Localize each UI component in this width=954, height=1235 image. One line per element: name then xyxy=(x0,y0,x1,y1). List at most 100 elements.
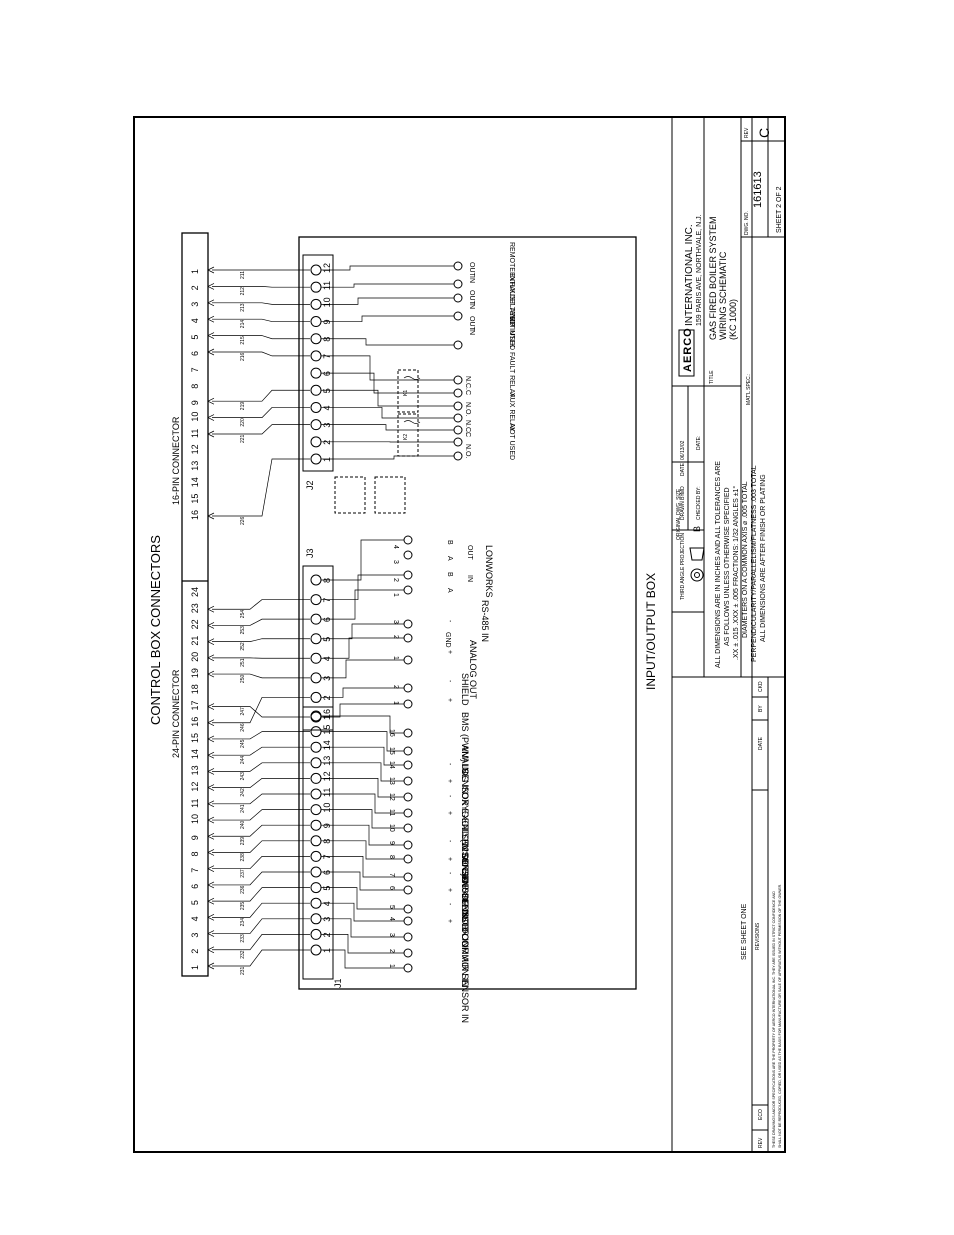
wire-24-15 xyxy=(207,731,310,743)
wire-24-11 xyxy=(207,793,310,808)
intlk-io: OUT xyxy=(468,316,475,332)
tolerance-line-2: AS FOLLOWS UNLESS OTHERWISE SPECIFIED xyxy=(724,487,731,646)
j1-pin xyxy=(310,726,322,738)
relay-tag-k2: K2 xyxy=(403,434,409,440)
wire-number: 233 xyxy=(240,934,246,943)
lon-term: 4 xyxy=(392,545,399,549)
wire-24-9 xyxy=(207,824,310,840)
j2-wire xyxy=(321,455,458,460)
connector-16-pin: 12 xyxy=(190,444,200,454)
polarity-mark: - xyxy=(446,680,453,683)
j1-terminal-number: 1 xyxy=(388,964,395,968)
wire-16-11 xyxy=(207,424,310,438)
relay-contact: C xyxy=(464,432,471,437)
j1-terminal-number: 10 xyxy=(388,824,395,832)
relay-contact: N.O. xyxy=(464,444,471,458)
projection-label: THIRD ANGLE PROJECTION xyxy=(680,533,686,600)
sheet-number: SHEET 2 OF 2 xyxy=(776,186,783,233)
connector-16-pin: 5 xyxy=(190,335,200,340)
connector-24-label: 24-PIN CONNECTOR xyxy=(171,669,181,758)
io-box-label: INPUT/OUTPUT BOX xyxy=(644,573,658,690)
wire-16-2 xyxy=(207,283,310,290)
polarity-mark: + xyxy=(446,919,453,923)
j1-pin xyxy=(310,944,322,956)
j2-field-terminal xyxy=(453,340,463,350)
j2-pin xyxy=(310,298,322,310)
wire-24-12 xyxy=(207,778,310,791)
j1-wire xyxy=(321,856,408,878)
gnd-label: GND xyxy=(444,632,451,648)
j1-field-terminal xyxy=(403,776,413,786)
connector-16-pin: 6 xyxy=(190,351,200,356)
original-size-value: B xyxy=(692,526,702,532)
polarity-mark: + xyxy=(446,698,453,702)
connector-24-pin: 11 xyxy=(190,798,200,807)
j1-field-terminal xyxy=(403,885,413,895)
wire-number: 251 xyxy=(240,658,246,667)
connector-24-pin: 14 xyxy=(190,749,200,759)
wire-24-6 xyxy=(207,871,310,889)
rev-col-ckd: CKD xyxy=(758,681,764,692)
wire-16-1 xyxy=(207,266,310,274)
lon-letter: B xyxy=(446,572,453,577)
j2-pin-number: 1 xyxy=(322,457,332,462)
analog-out-label: ANALOG OUT xyxy=(468,640,478,700)
tolerance-line-3: .XX ± .015 .XXX ± .005 FRACTIONS: 1/32 A… xyxy=(732,486,740,660)
wire-24-14 xyxy=(207,746,310,759)
j1-wire xyxy=(321,887,408,910)
wire-16-3 xyxy=(207,299,310,307)
j1-pin xyxy=(310,772,322,784)
j2-pin xyxy=(310,419,322,431)
j2-wire xyxy=(321,315,458,322)
wire-number: 214 xyxy=(240,320,246,329)
connector-24-pin: 22 xyxy=(190,619,200,629)
j1-wire xyxy=(321,949,408,969)
wire-24-7 xyxy=(207,856,310,873)
j1-pin xyxy=(310,913,322,925)
wire-24-10 xyxy=(207,809,310,824)
j1-terminal-number: 5 xyxy=(388,905,395,909)
j1-pin-number: 7 xyxy=(322,854,332,859)
wire-number: 241 xyxy=(240,804,246,813)
connector-16-label: 16-PIN CONNECTOR xyxy=(171,416,181,505)
j1-pin xyxy=(310,804,322,816)
j1-terminal-block xyxy=(302,706,334,980)
title-line-3: (KC 1000) xyxy=(728,299,738,340)
proprietary-line-2: SHALL NOT BE REPRODUCED, COPIED, OR USED… xyxy=(778,884,782,1148)
j1-field-terminal xyxy=(403,948,413,958)
j2-pin-number: 12 xyxy=(322,263,332,273)
j2-pin xyxy=(310,350,322,362)
j2-pin-number: 6 xyxy=(322,371,332,376)
connector-24-pin: 3 xyxy=(190,933,200,938)
j1-field-terminal xyxy=(403,760,413,770)
wire-24-16 xyxy=(207,697,310,727)
wire-number: 243 xyxy=(240,772,246,781)
wire-number: 213 xyxy=(240,303,246,312)
projection-block: THIRD ANGLE PROJECTION xyxy=(680,533,705,600)
j2-field-terminal xyxy=(453,279,463,289)
j1-terminal-number: 13 xyxy=(388,777,395,785)
j2-field-terminal xyxy=(453,437,463,447)
lon-in-label: IN xyxy=(466,575,473,582)
projection-symbol-icon xyxy=(689,547,705,561)
j2-signal-label: AUX RELAY xyxy=(508,393,515,432)
date-label: DATE: xyxy=(680,462,686,476)
j1-signal-label: CO SENSOR IN xyxy=(460,853,470,919)
wire-number: 231 xyxy=(240,966,246,975)
j1-field-terminal xyxy=(403,808,413,818)
j1-signal-label: BMS (PWM) IN xyxy=(460,712,470,774)
j3-field-terminal xyxy=(403,633,413,643)
connector-24-pin: 24 xyxy=(190,587,200,597)
wire-number: 254 xyxy=(240,610,246,619)
j1-pin xyxy=(310,819,322,831)
connector-16-pin: 15 xyxy=(190,494,200,504)
wire-number: 239 xyxy=(240,837,246,846)
tolerance-line-6: ALL DIMENSIONS ARE AFTER FINISH OR PLATI… xyxy=(760,474,767,642)
j3-pin-number: 3 xyxy=(322,676,332,681)
j2-pin-number: 2 xyxy=(322,440,332,445)
sheet-border xyxy=(133,116,786,1153)
intlk-io: IN xyxy=(468,328,475,335)
j3-wire xyxy=(321,589,408,620)
j1-wire xyxy=(321,934,408,954)
connector-24-pin: 7 xyxy=(190,868,200,873)
